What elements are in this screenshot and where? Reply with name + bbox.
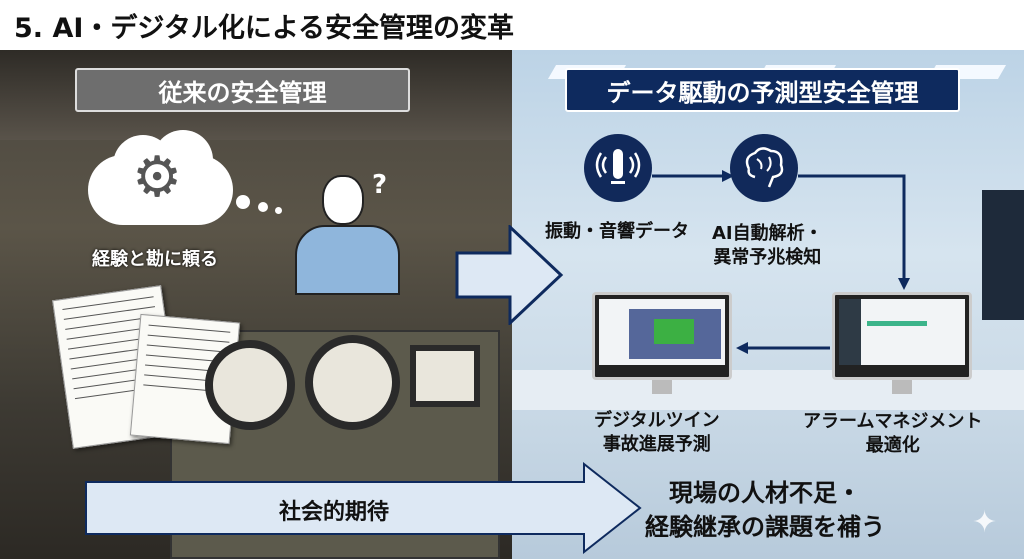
sparkle-icon: ✦: [972, 505, 998, 540]
sensor-icon: [584, 134, 652, 202]
label-line: 最適化: [865, 435, 920, 456]
digital-twin-monitor: [592, 292, 732, 380]
social-expectation-arrow: [85, 462, 642, 554]
gear-icon: ⚙: [132, 145, 183, 210]
step-label-sensor: 振動・音響データ: [545, 221, 689, 242]
social-expectation-label: 社会的期待: [278, 500, 389, 525]
step-label-digital-twin: デジタルツイン 事故進展予測: [594, 409, 720, 457]
wall-display: [982, 190, 1024, 320]
label-line: デジタルツイン: [594, 410, 720, 431]
confused-worker: ?: [290, 165, 405, 295]
brain-icon: [730, 134, 798, 202]
cloud-label: 経験と勘に頼る: [92, 249, 218, 270]
step-label-ai: AI自動解析・ 異常予兆検知: [712, 222, 823, 270]
analog-gauge: [305, 335, 400, 430]
label-line: 異常予兆検知: [713, 247, 822, 268]
thought-cloud: ⚙: [88, 130, 233, 230]
traditional-header: 従来の安全管理: [75, 68, 410, 112]
flow-arrows: [652, 170, 910, 354]
analog-gauge: [205, 340, 295, 430]
data-driven-header: データ駆動の予測型安全管理: [565, 68, 960, 112]
slide-title: 5. AI・デジタル化による安全管理の変革: [14, 13, 515, 44]
result-line: 経験継承の課題を補う: [645, 513, 885, 541]
result-line: 現場の人材不足・: [669, 479, 861, 507]
label-line: AI自動解析・: [712, 223, 823, 244]
transition-arrow: [455, 225, 564, 325]
label-line: 事故進展予測: [602, 434, 711, 455]
step-label-alarm: アラームマネジメント 最適化: [803, 410, 982, 458]
result-text: 現場の人材不足・ 経験継承の課題を補う: [640, 476, 890, 544]
analog-meter: [410, 345, 480, 407]
label-line: アラームマネジメント: [803, 411, 983, 432]
alarm-dashboard-monitor: [832, 292, 972, 380]
